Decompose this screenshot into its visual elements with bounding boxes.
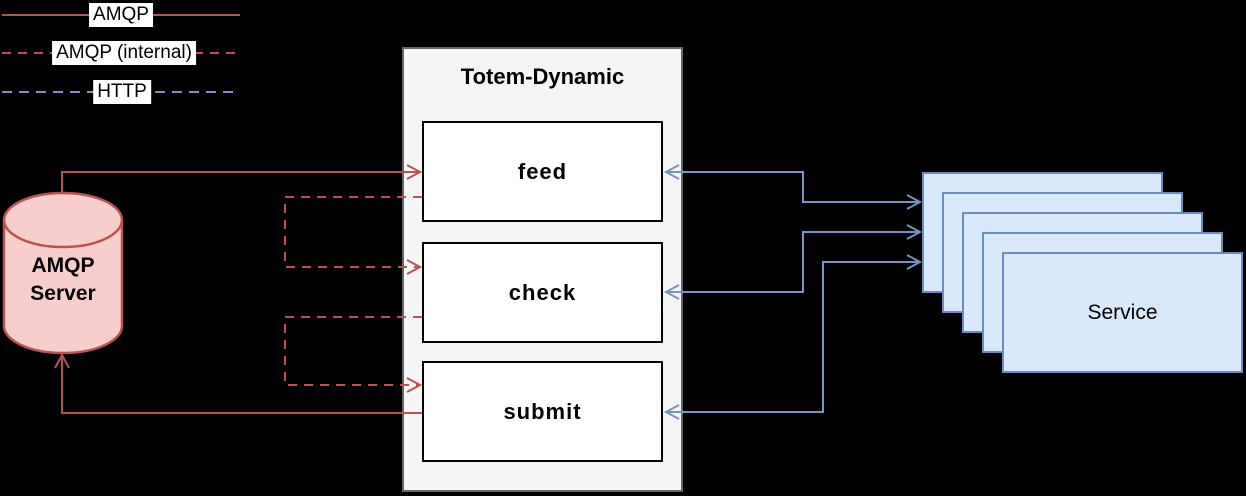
module-submit: submit (422, 361, 663, 462)
service-label: Service (1087, 300, 1158, 324)
module-check-label: check (508, 279, 577, 305)
connector-check-service-http (666, 231, 920, 293)
module-feed-label: feed (517, 158, 568, 184)
connector-submit-service-http (666, 261, 920, 413)
arrowhead-submit-service-http (906, 254, 923, 270)
legend-label-amqp: AMQP (89, 3, 153, 27)
module-check: check (422, 242, 663, 343)
legend-label-http: HTTP (93, 80, 151, 104)
amqp-server-label: AMQP Server (4, 252, 122, 308)
amqp-server-label-line2: Server (30, 282, 96, 305)
arrowhead-check-service-http (906, 224, 923, 240)
amqp-server-cylinder-rim (2, 219, 124, 249)
legend-label-amqp-internal: AMQP (internal) (52, 41, 196, 65)
container-title: Totem-Dynamic (460, 64, 625, 89)
arrowhead-feed-service-http (906, 194, 923, 210)
connector-submit-to-amqp-server (61, 355, 422, 414)
service-box-front: Service (1002, 252, 1243, 373)
amqp-server-label-line1: AMQP (31, 254, 95, 277)
arrowhead-submit-to-amqp-server (54, 352, 70, 369)
connector-feed-service-http (666, 171, 920, 203)
connector-amqp-server-to-feed (61, 171, 420, 194)
module-feed: feed (422, 121, 663, 222)
module-submit-label: submit (503, 398, 582, 424)
